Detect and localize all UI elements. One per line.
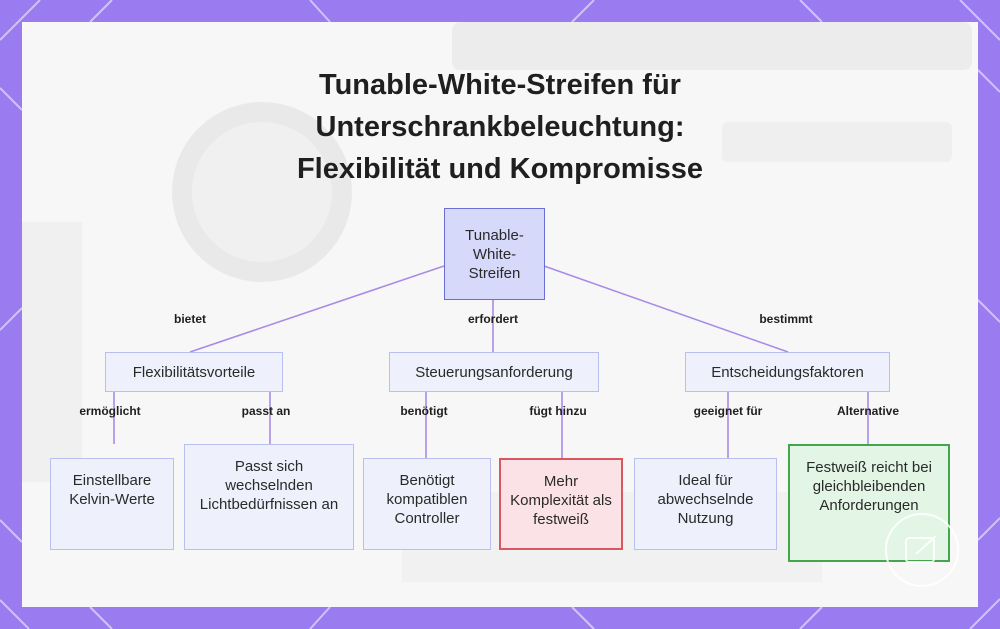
edge-root-flex: [189, 265, 445, 353]
edge-label-erfordert: erfordert: [467, 312, 519, 326]
node-steuerungsanforderung: Steuerungsanforderung: [389, 352, 599, 392]
node-root-label: Tunable-White-Streifen: [465, 226, 524, 282]
leaf-fixed-white-label: Festweiß reicht bei gleichbleibenden Anf…: [806, 459, 932, 514]
node-einstellbare-kelvin-werte: Einstellbare Kelvin-Werte: [50, 458, 174, 550]
edge-label-passt-an: passt an: [241, 404, 291, 418]
node-mehr-komplexitaet: Mehr Komplexität als festweiß: [499, 458, 623, 550]
edge-label-fuegt-hinzu: fügt hinzu: [529, 404, 587, 418]
connector-lines: [113, 265, 869, 458]
edge-label-benoetigt: benötigt: [400, 404, 448, 418]
node-dec-label: Entscheidungsfaktoren: [711, 363, 864, 381]
node-kompatibler-controller: Benötigt kompatiblen Controller: [363, 458, 491, 550]
node-entscheidungsfaktoren: Entscheidungsfaktoren: [685, 352, 890, 392]
diagram-title: Tunable-White-Streifen für Unterschrankb…: [296, 69, 704, 185]
leaf-usage-label: Ideal für abwechselnde Nutzung: [657, 472, 754, 527]
leaf-kelvin-label: Einstellbare Kelvin-Werte: [69, 472, 155, 508]
edge-label-bietet: bietet: [173, 312, 207, 326]
node-flexibilitaetsvorteile: Flexibilitätsvorteile: [105, 352, 283, 392]
edge-label-alternative: Alternative: [836, 404, 900, 418]
edge-label-geeignet-fuer: geeignet für: [693, 404, 763, 418]
node-wechselnde-lichtbeduerfnisse: Passt sich wechselnden Lichtbedürfnissen…: [184, 444, 354, 550]
leaf-complexity-label: Mehr Komplexität als festweiß: [510, 473, 612, 528]
edge-root-dec: [543, 265, 789, 353]
leaf-controller-label: Benötigt kompatiblen Controller: [386, 472, 468, 527]
node-ctrl-label: Steuerungsanforderung: [415, 363, 573, 381]
node-abwechselnde-nutzung: Ideal für abwechselnde Nutzung: [634, 458, 777, 550]
node-root: Tunable-White-Streifen: [444, 208, 545, 300]
leaf-adapt-label: Passt sich wechselnden Lichtbedürfnissen…: [199, 458, 339, 513]
corner-badge-icon: [885, 513, 959, 587]
node-flex-label: Flexibilitätsvorteile: [132, 363, 256, 381]
node-festweiss-alternative: Festweiß reicht bei gleichbleibenden Anf…: [788, 444, 950, 562]
diagram-card: Tunable-White-Streifen für Unterschrankb…: [22, 22, 978, 607]
edge-label-ermoeglicht: ermöglicht: [79, 404, 141, 418]
edge-label-bestimmt: bestimmt: [759, 312, 813, 326]
